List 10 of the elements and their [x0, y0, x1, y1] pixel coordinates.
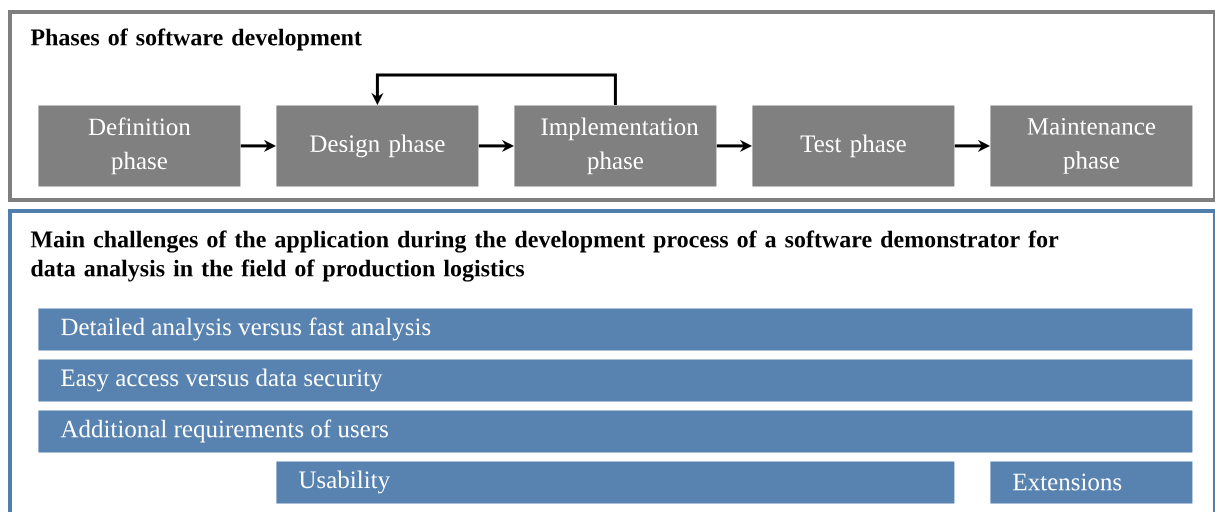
phase-box: Definition phase	[38, 105, 241, 187]
challenge-bar: Additional requirements of users	[38, 410, 1193, 453]
challenge-bar: Extensions	[990, 461, 1193, 504]
phase-box: Test phase	[752, 105, 955, 187]
challenge-bar: Easy access versus data security	[38, 359, 1193, 402]
phase-box: Implementation phase	[514, 105, 717, 187]
challenge-bar: Detailed analysis versus fast analysis	[38, 308, 1193, 351]
challenge-bar: Usability	[276, 461, 955, 504]
phase-box: Design phase	[276, 105, 479, 187]
phase-box: Maintenance phase	[990, 105, 1193, 187]
